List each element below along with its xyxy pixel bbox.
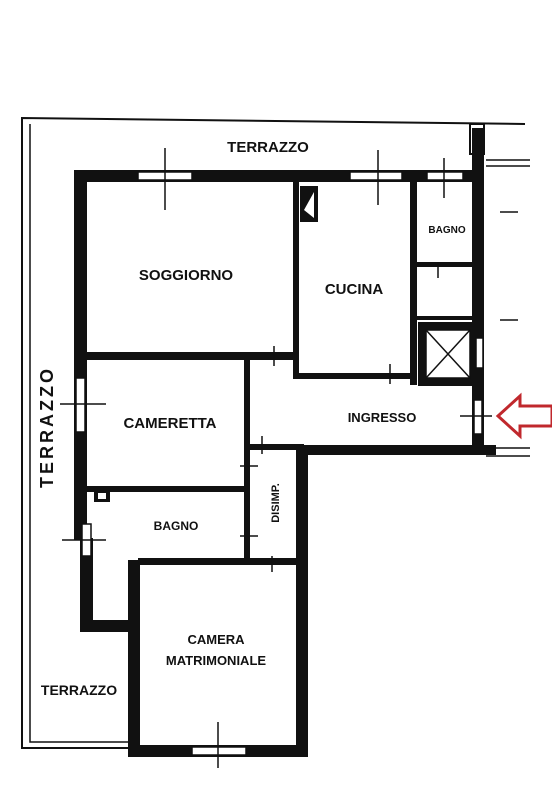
label-terrazzo-bottom-left: TERRAZZO [41,682,117,698]
label-ingresso: INGRESSO [348,410,417,425]
label-cameretta: CAMERETTA [123,415,216,432]
right-side-details [469,123,530,457]
label-terrazzo-top: TERRAZZO [227,139,309,156]
window-bagno-top [426,171,464,181]
label-disimp: DISIMP. [270,483,282,523]
window-cameretta [75,377,86,433]
label-cucina: CUCINA [325,281,383,298]
label-bagno-bottom: BAGNO [154,519,199,533]
terrace-outline [21,116,526,749]
window-camera [191,746,247,756]
label-terrazzo-left: TERRAZZO [37,366,57,488]
window-ticks [60,148,518,768]
fixtures [94,186,318,502]
label-soggiorno: SOGGIORNO [139,267,234,284]
elevator-shaft-icon [418,322,484,386]
interior-walls [86,180,475,565]
entrance-arrow-icon [495,392,552,440]
label-camera-line1: CAMERA [187,632,245,647]
window-cucina [349,171,403,181]
exterior-walls [74,128,496,757]
entrance-door-frame [473,399,483,435]
room-labels: TERRAZZO SOGGIORNO CUCINA BAGNO CAMERETT… [37,139,466,698]
label-camera-line2: MATRIMONIALE [166,653,266,668]
label-bagno-top: BAGNO [428,225,465,236]
